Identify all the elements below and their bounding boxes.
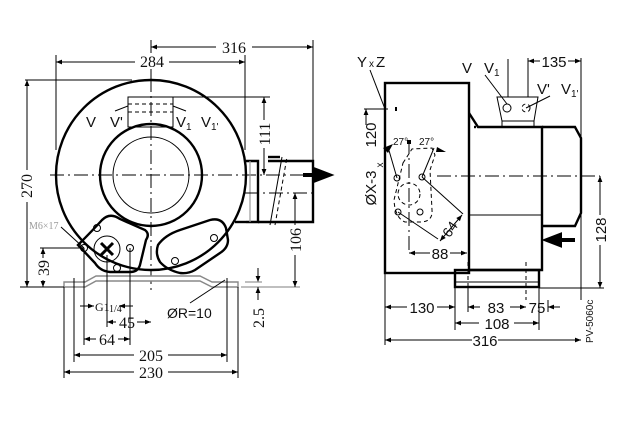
svg-text:1: 1 — [494, 68, 500, 79]
housing-block — [383, 81, 471, 275]
dim-106: 106 — [288, 228, 305, 252]
dim-128: 128 — [593, 217, 610, 242]
foot-right — [155, 218, 230, 275]
dim-284: 284 — [140, 54, 164, 71]
angle-left: 27° — [393, 137, 408, 148]
label-z: Z — [376, 54, 385, 71]
dim-g-port: G1 — [95, 300, 110, 314]
dim-bend-radius: ØR=10 — [167, 305, 212, 321]
svg-text:x: x — [369, 59, 374, 70]
side-label-v-prime: V' — [537, 81, 550, 98]
flange-pattern — [383, 140, 464, 253]
dim-88: 88 — [432, 246, 449, 263]
dim-111: 111 — [257, 123, 274, 146]
label-mount-screw: M6×17 — [29, 221, 59, 232]
dim-205: 205 — [139, 348, 163, 365]
side-base — [453, 268, 541, 289]
motor-body — [467, 112, 544, 272]
dim-230: 230 — [139, 365, 163, 382]
label-v-prime: V' — [110, 114, 123, 131]
label-v: V — [86, 114, 96, 131]
drawing-id: PV-5060c — [585, 300, 596, 343]
side-label-v1: V — [484, 60, 494, 77]
label-v1: V — [176, 114, 186, 131]
label-y: Y — [357, 54, 367, 71]
port-x-icon — [99, 241, 115, 257]
svg-text:1': 1' — [571, 89, 579, 100]
side-label-v: V — [462, 60, 472, 77]
dim-64-front: 64 — [99, 332, 115, 349]
dim-83: 83 — [488, 300, 505, 317]
flow-out-arrow-icon — [303, 167, 335, 183]
foot-left — [76, 214, 149, 274]
side-label-v1-prime: V — [561, 81, 571, 98]
flow-in-arrow-icon — [541, 232, 575, 248]
label-v1-prime: V — [201, 114, 211, 131]
svg-text:1': 1' — [211, 122, 219, 133]
base-plate — [63, 275, 239, 288]
dim-64-side: 64 — [439, 218, 461, 240]
dim-270: 270 — [19, 174, 36, 198]
dim-108: 108 — [484, 316, 509, 333]
side-view: 27° 27° 64 88 Y x Z 120 ØX-3 x V V 1 V' … — [357, 54, 610, 350]
dim-120: 120 — [363, 122, 380, 147]
dim-135: 135 — [541, 54, 566, 71]
dim-2-5: 2.5 — [251, 308, 268, 328]
dim-316-top: 316 — [222, 40, 246, 57]
dim-130: 130 — [409, 300, 434, 317]
svg-text:x: x — [375, 163, 386, 168]
angle-right: 27° — [419, 137, 434, 148]
dim-39: 39 — [36, 260, 53, 276]
dim-hole-label: ØX-3 — [363, 170, 380, 205]
dim-75: 75 — [529, 300, 546, 317]
dim-316-side: 316 — [472, 333, 497, 350]
dim-g-port-sub: 1/4 — [109, 304, 122, 315]
front-view: 316 284 270 111 106 39 2.5 G1 1/4 — [19, 38, 335, 382]
dim-45: 45 — [119, 315, 135, 332]
svg-text:1: 1 — [186, 122, 192, 133]
